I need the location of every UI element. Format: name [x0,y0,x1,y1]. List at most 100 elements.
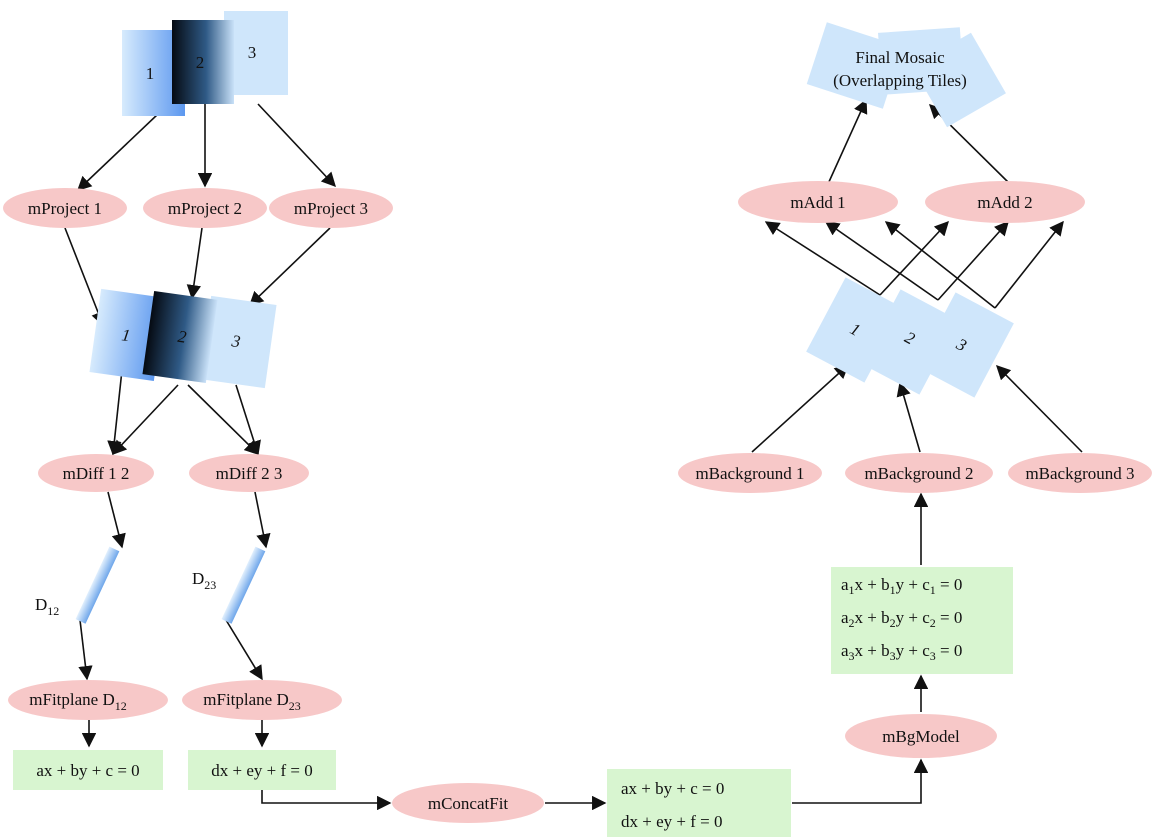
diff-23-sub: 23 [204,578,216,592]
edge-bg3-madd2 [994,220,1064,309]
background-equation-2: a2x + b2y + c2 = 0 [841,608,962,630]
edge-proj2-mdiff23 [187,384,260,456]
edge-bg2-madd1 [824,221,939,301]
concat-fit-line-2: dx + ey + f = 0 [621,812,722,831]
svg-text:D23: D23 [192,569,216,592]
edge-mbackground1-bg1 [751,364,850,453]
edge-madd1-mosaic [827,98,868,185]
edge-mproject2-proj2 [186,227,203,300]
node-madd-1-label: mAdd 1 [790,193,845,212]
background-tile-2: 2 [861,289,959,395]
background-equation-1: a1x + b1y + c1 = 0 [841,575,962,597]
edge-proj3-mdiff23 [235,384,261,456]
edge-tile3-mproject3 [257,103,336,188]
final-mosaic: Final Mosaic (Overlapping Tiles) [806,22,1006,128]
node-mbackground-1: mBackground 1 [678,453,822,493]
node-mproject-1-label: mProject 1 [28,199,102,218]
diff-image-23: D23 [192,546,266,624]
svg-text:mFitplane D12: mFitplane D12 [29,690,126,713]
fit-box-23-text: dx + ey + f = 0 [211,761,312,780]
projected-tile-2-label: 2 [177,327,189,347]
edge-bg2-madd2 [937,220,1009,301]
node-madd-2: mAdd 2 [925,181,1085,223]
node-mbackground-3: mBackground 3 [1008,453,1152,493]
fit-box-12-text: ax + by + c = 0 [36,761,139,780]
diff-23-base: D [192,569,204,588]
input-tile-1-label: 1 [146,64,155,83]
edge-mbackground2-bg2 [896,381,921,453]
background-equations: a1x + b1y + c1 = 0 a2x + b2y + c2 = 0 a3x … [841,575,962,663]
node-mdiff-23-label: mDiff 2 3 [216,464,283,483]
input-tile-2-label: 2 [196,53,205,72]
final-mosaic-title: Final Mosaic [855,48,945,67]
node-mbgmodel-label: mBgModel [882,727,960,746]
node-mconcatfit: mConcatFit [392,783,544,823]
node-mconcatfit-label: mConcatFit [428,794,509,813]
edges [64,98,1083,811]
edge-proj2-mdiff12 [112,384,179,456]
node-mbackground-3-label: mBackground 3 [1025,464,1134,483]
process-nodes: mProject 1 mProject 2 mProject 3 mDiff 1… [3,181,1152,823]
background-tile-1: 1 [806,277,904,383]
svg-text:mFitplane D23: mFitplane D23 [203,690,300,713]
edge-mproject3-proj3 [248,227,331,306]
fit-boxes: ax + by + c = 0 dx + ey + f = 0 ax + by … [13,567,1013,837]
node-mdiff-23: mDiff 2 3 [189,454,309,492]
diff-strips: D12 D23 [35,546,266,624]
svg-text:D12: D12 [35,595,59,618]
node-mfitplane-23-sub: 23 [289,699,301,713]
node-mfitplane-12-sub: 12 [115,699,127,713]
node-mfitplane-23: mFitplane D23 [182,680,342,720]
node-mproject-3-label: mProject 3 [294,199,368,218]
edge-tile1-mproject1 [76,113,159,191]
projected-tiles: 1 3 2 [89,288,277,389]
background-tiles: 1 2 3 [806,277,1014,398]
node-mbackground-2: mBackground 2 [845,453,993,493]
node-mfitplane-12-label: mFitplane D [29,690,114,709]
node-madd-2-label: mAdd 2 [977,193,1032,212]
edge-proj1-mdiff12 [107,369,123,456]
node-mbackground-2-label: mBackground 2 [864,464,973,483]
input-tile-3-label: 3 [248,43,257,62]
node-mproject-2-label: mProject 2 [168,199,242,218]
fit-box-12: ax + by + c = 0 [13,750,163,790]
node-mdiff-12-label: mDiff 1 2 [63,464,130,483]
node-mbgmodel: mBgModel [845,714,997,758]
input-tile-3: 3 [224,11,288,95]
final-mosaic-subtitle: (Overlapping Tiles) [833,71,967,90]
projected-tile-2: 2 [142,290,218,384]
edge-bg3-madd1 [884,221,996,309]
edge-bg1-madd2 [879,220,949,296]
node-mbackground-1-label: mBackground 1 [695,464,804,483]
diff-image-12: D12 [35,546,120,624]
concat-fit-box: ax + by + c = 0 dx + ey + f = 0 [607,769,791,837]
input-tile-2: 2 [172,20,234,104]
diff-12-sub: 12 [47,604,59,618]
edge-d23-mfitplane23 [225,619,263,681]
background-equation-3: a3x + b3y + c3 = 0 [841,641,962,663]
node-madd-1: mAdd 1 [738,181,898,223]
node-mdiff-12: mDiff 1 2 [38,454,154,492]
input-tiles: 1 3 2 [122,11,288,116]
node-mproject-1: mProject 1 [3,188,127,228]
fit-box-23: dx + ey + f = 0 [188,750,336,790]
concat-fit-line-1: ax + by + c = 0 [621,779,724,798]
background-tile-3: 3 [916,292,1014,398]
projected-tile-3: 3 [199,295,277,389]
projected-tile-1-label: 1 [120,325,131,345]
node-mfitplane-23-label: mFitplane D [203,690,288,709]
edge-bg1-madd1 [764,221,881,296]
edge-mproject1-proj1 [64,227,105,327]
background-model-box: a1x + b1y + c1 = 0 a2x + b2y + c2 = 0 a3x … [831,567,1013,674]
diff-12-base: D [35,595,47,614]
edge-fit23-mconcatfit [261,788,392,811]
edge-concatbox-mbgmodel [792,758,929,804]
edge-mdiff12-d12 [107,491,126,549]
node-mproject-3: mProject 3 [269,188,393,228]
edge-d12-mfitplane12 [78,619,93,681]
edge-mdiff23-d23 [254,491,271,549]
node-mproject-2: mProject 2 [143,188,267,228]
projected-tile-3-label: 3 [230,331,242,351]
node-mfitplane-12: mFitplane D12 [8,680,168,720]
